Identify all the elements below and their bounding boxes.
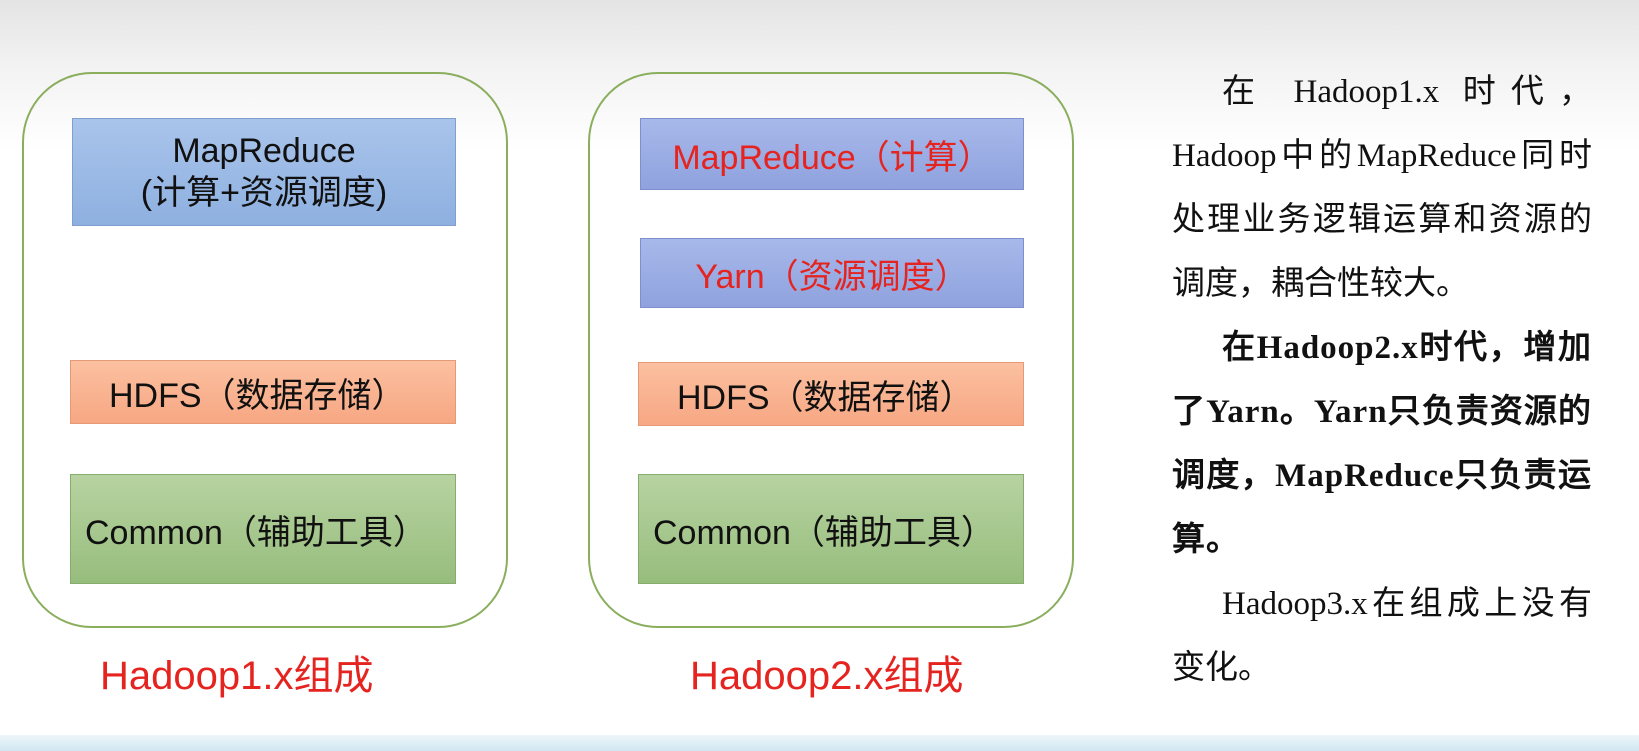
description-para2: 在Hadoop2.x时代，增加了Yarn。Yarn只负责资源的调度，MapRed…	[1172, 330, 1592, 558]
hadoop1-caption: Hadoop1.x组成	[100, 654, 374, 698]
hadoop2-common-box: Common（辅助工具）	[638, 474, 1024, 584]
hadoop1-panel: MapReduce (计算+资源调度) HDFS（数据存储） Common（辅助…	[22, 72, 508, 628]
hadoop2-mapreduce-box: MapReduce（计算）	[640, 118, 1024, 190]
hadoop2-mapreduce-label: MapReduce（计算）	[672, 138, 992, 177]
hadoop1-hdfs-box: HDFS（数据存储）	[70, 360, 456, 424]
hadoop1-mapreduce-label: MapReduce (计算+资源调度)	[141, 130, 388, 214]
hadoop1-common-box: Common（辅助工具）	[70, 474, 456, 584]
description-text: 在 Hadoop1.x 时代，Hadoop中的MapReduce同时处理业务逻辑…	[1172, 60, 1592, 700]
hadoop2-yarn-label: Yarn（资源调度）	[695, 257, 969, 296]
hadoop2-panel: MapReduce（计算） Yarn（资源调度） HDFS（数据存储） Comm…	[588, 72, 1074, 628]
description-para3: Hadoop3.x在组成上没有变化。	[1172, 586, 1592, 686]
hadoop1-mapreduce-box: MapReduce (计算+资源调度)	[72, 118, 456, 226]
hadoop2-hdfs-label: HDFS（数据存储）	[677, 378, 974, 417]
hadoop1-mapreduce-line1: MapReduce	[172, 132, 356, 170]
hadoop1-mapreduce-line2: (计算+资源调度)	[140, 174, 388, 212]
hadoop2-caption: Hadoop2.x组成	[690, 654, 964, 698]
hadoop2-common-label: Common（辅助工具）	[653, 513, 995, 552]
hadoop2-yarn-box: Yarn（资源调度）	[640, 238, 1024, 308]
description-para1: 在 Hadoop1.x 时代，Hadoop中的MapReduce同时处理业务逻辑…	[1172, 74, 1592, 302]
bottom-decoration-band	[0, 735, 1639, 751]
hadoop2-hdfs-box: HDFS（数据存储）	[638, 362, 1024, 426]
hadoop1-common-label: Common（辅助工具）	[85, 513, 427, 552]
hadoop1-hdfs-label: HDFS（数据存储）	[109, 376, 406, 415]
